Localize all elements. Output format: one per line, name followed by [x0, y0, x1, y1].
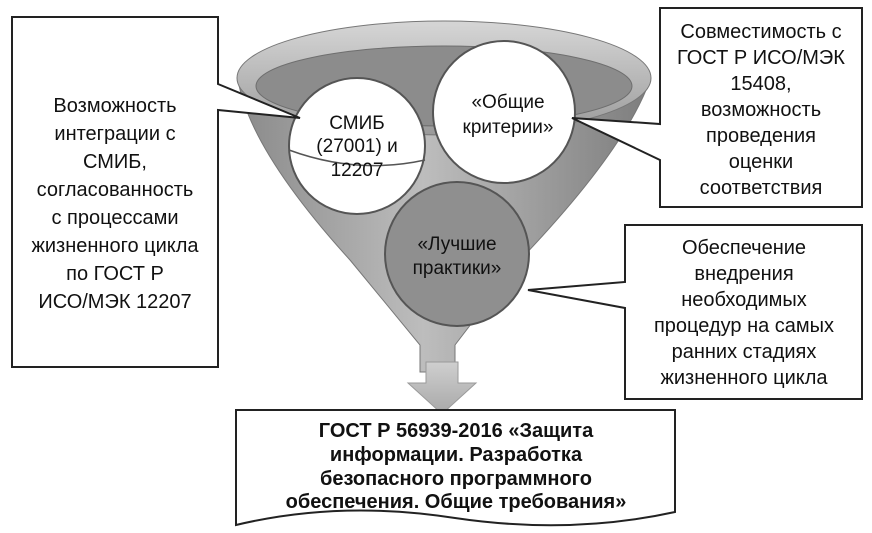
circle-smib-line-3: 12207 [331, 160, 384, 181]
left-line-3: СМИБ, [83, 151, 147, 173]
circle-smib: СМИБ (27001) и 12207 [288, 77, 426, 215]
bottom-line-4: обеспечения. Общие требования» [286, 491, 627, 513]
mid-right-line-3: необходимых [681, 289, 807, 311]
circle-common-line-2: критерии» [463, 117, 554, 138]
callout-mid-right: Обеспечение внедрения необходимых процед… [527, 224, 863, 400]
bottom-line-1: ГОСТ Р 56939-2016 «Защита [319, 420, 594, 442]
callout-top-right: Совместимость с ГОСТ Р ИСО/МЭК 15408, во… [571, 7, 863, 208]
mid-right-line-1: Обеспечение [682, 237, 806, 259]
circle-best-practices: «Лучшие практики» [384, 181, 530, 327]
top-right-line-2: ГОСТ Р ИСО/МЭК [677, 47, 845, 69]
bottom-line-2: информации. Разработка [330, 444, 583, 466]
top-right-line-7: соответствия [700, 177, 823, 199]
bottom-line-3: безопасного программного [320, 468, 592, 490]
circle-smib-line-1: СМИБ [329, 113, 384, 134]
left-line-1: Возможность [53, 95, 176, 117]
left-line-4: согласованность [37, 179, 194, 201]
left-line-7: по ГОСТ Р [66, 263, 164, 285]
top-right-line-3: 15408, [730, 73, 791, 95]
down-arrow-icon [406, 361, 478, 415]
mid-right-line-4: процедур на самых [654, 315, 834, 337]
top-right-line-4: возможность [701, 99, 821, 121]
left-line-6: жизненного цикла [31, 235, 199, 257]
left-line-5: с процессами [51, 207, 178, 229]
top-right-line-6: оценки [729, 151, 793, 173]
top-right-line-5: проведения [706, 125, 816, 147]
left-line-8: ИСО/МЭК 12207 [38, 291, 191, 313]
mid-right-line-5: ранних стадиях [672, 341, 817, 363]
top-right-line-1: Совместимость с [680, 21, 841, 43]
mid-right-line-2: внедрения [694, 263, 793, 285]
circle-common-criteria: «Общие критерии» [432, 40, 576, 184]
bottom-standard-box: ГОСТ Р 56939-2016 «Защита информации. Ра… [235, 409, 676, 527]
mid-right-line-6: жизненного цикла [660, 367, 828, 389]
circle-best-line-2: практики» [413, 258, 502, 279]
circle-best-line-1: «Лучшие [417, 234, 496, 255]
circle-common-line-1: «Общие [471, 92, 544, 113]
callout-left: Возможность интеграции с СМИБ, согласова… [11, 16, 301, 368]
circle-smib-line-2: (27001) и [316, 136, 397, 157]
left-line-2: интеграции с [54, 123, 175, 145]
